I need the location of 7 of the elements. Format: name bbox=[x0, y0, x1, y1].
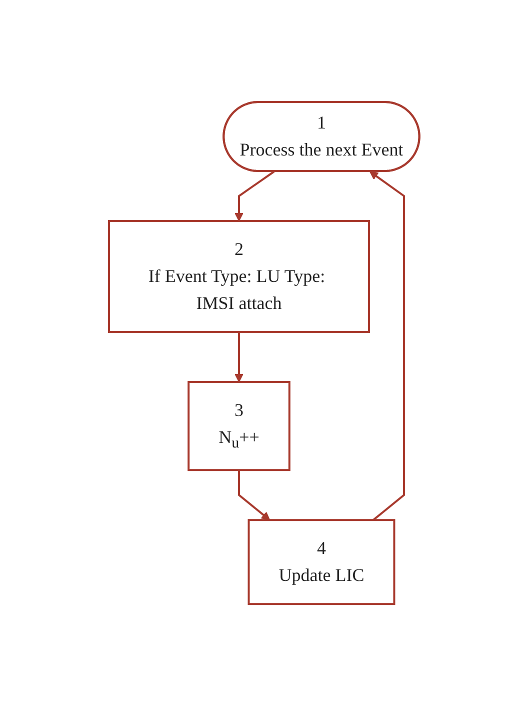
arrow bbox=[369, 171, 405, 521]
arrow bbox=[234, 170, 275, 222]
arrow bbox=[234, 332, 244, 382]
node-box: 2 If Event Type: LU Type: IMSI attach bbox=[108, 220, 370, 333]
arrow bbox=[238, 470, 270, 520]
node-box: 4 Update LIC bbox=[248, 519, 396, 606]
node-box: 3 N$_{u}$++ bbox=[187, 380, 290, 472]
